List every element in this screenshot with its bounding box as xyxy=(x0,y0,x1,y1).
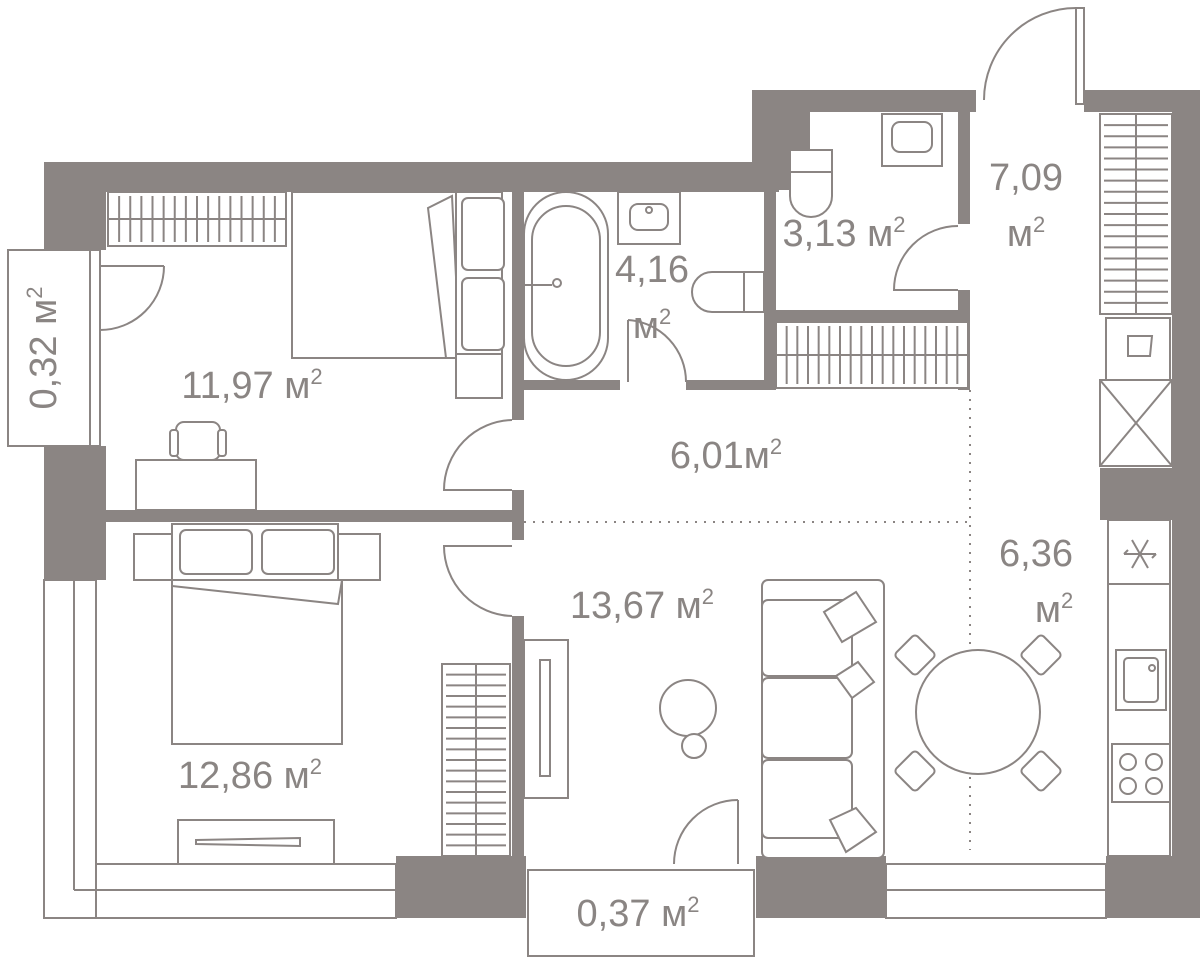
area-value: 11,97 xyxy=(181,365,273,407)
sink-icon xyxy=(617,191,681,245)
area-exponent: 2 xyxy=(893,212,905,237)
area-label-toilet: 3,13 м2 xyxy=(783,212,906,255)
area-exponent: 2 xyxy=(770,434,782,459)
area-label-living-room: 13,67 м2 xyxy=(570,584,714,627)
toilet-icon xyxy=(691,271,765,313)
area-value: 0,32 xyxy=(23,335,65,409)
area-unit: м xyxy=(633,305,659,347)
coffee-table-icon xyxy=(659,679,717,759)
area-unit: м xyxy=(676,585,702,627)
area-label-kitchen-unit: м2 xyxy=(1035,588,1073,631)
balcony-bottom xyxy=(527,869,755,957)
area-label-hallway-value: 7,09 xyxy=(989,157,1063,199)
bed-icon xyxy=(133,523,381,745)
chair-icon xyxy=(169,421,227,461)
area-exponent: 2 xyxy=(1061,588,1073,613)
area-exponent: 2 xyxy=(310,364,322,389)
area-label-bedroom-1: 11,97 м2 xyxy=(181,364,322,407)
stove-icon xyxy=(1111,743,1171,803)
bed-icon xyxy=(291,191,505,399)
area-unit: м xyxy=(661,893,687,935)
area-value: 0,37 xyxy=(577,893,651,935)
sofa-icon xyxy=(761,579,885,859)
area-label-bathroom-unit: м2 xyxy=(633,304,671,347)
area-value: 13,67 xyxy=(570,585,665,627)
area-exponent: 2 xyxy=(702,584,714,609)
area-exponent: 2 xyxy=(1033,212,1045,237)
area-label-kitchen-value: 6,36 xyxy=(999,533,1073,575)
appliance-icon xyxy=(1099,317,1173,467)
area-unit: м xyxy=(1007,213,1033,255)
svg-text:0,32 м2: 0,32 м2 xyxy=(22,287,65,410)
area-value: 6,01 xyxy=(670,435,744,477)
area-unit: м xyxy=(23,299,65,325)
area-unit: м xyxy=(744,435,770,477)
sink-icon xyxy=(881,113,943,167)
snowflake-icon xyxy=(1123,539,1157,569)
area-value: 3,13 xyxy=(783,213,857,255)
sink-icon xyxy=(1115,649,1167,711)
area-label-bedroom-2: 12,86 м2 xyxy=(178,754,322,797)
wardrobe-icon xyxy=(107,113,1173,857)
tv-stand-icon xyxy=(177,819,335,865)
dining-table-icon xyxy=(915,649,1041,775)
bathtub-icon xyxy=(523,191,609,381)
toilet-icon xyxy=(789,149,833,218)
area-unit: м xyxy=(867,213,893,255)
chair-icon xyxy=(894,634,1062,792)
area-exponent: 2 xyxy=(659,304,671,329)
tv-stand-icon xyxy=(523,639,569,799)
area-label-hallway-unit: м2 xyxy=(1007,212,1045,255)
area-label-balcony-left: 0,32 м2 xyxy=(22,287,65,410)
balcony-left xyxy=(7,249,91,447)
area-unit: м xyxy=(284,365,310,407)
area-label-corridor: 6,01м2 xyxy=(670,434,782,477)
area-exponent: 2 xyxy=(310,754,322,779)
area-unit: м xyxy=(284,755,310,797)
area-value: 12,86 xyxy=(178,755,273,797)
area-label-bathroom-value: 4,16 xyxy=(615,249,689,291)
area-unit: м xyxy=(1035,589,1061,631)
area-label-balcony-bottom: 0,37 м2 xyxy=(577,892,700,935)
area-exponent: 2 xyxy=(22,287,47,299)
desk-icon xyxy=(135,459,257,511)
area-exponent: 2 xyxy=(687,892,699,917)
